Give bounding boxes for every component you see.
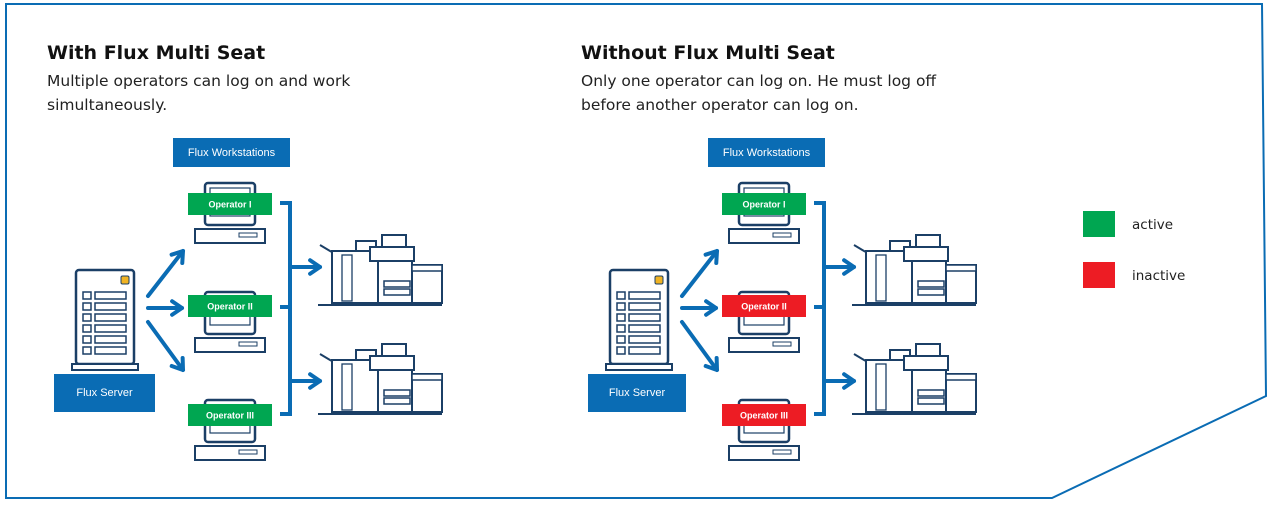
arrow-to-printer-1 <box>824 258 856 276</box>
right-workstations-label: Flux Workstations <box>708 138 825 167</box>
arrow-server-to-op1 <box>146 249 185 298</box>
operator-3-badge <box>722 404 806 426</box>
legend-label-active: active <box>1132 217 1174 233</box>
printer-icon <box>852 234 977 306</box>
arrow-server-to-op3 <box>680 320 719 372</box>
operator-3-label: Operator III <box>206 411 254 421</box>
legend-label-inactive: inactive <box>1132 268 1186 284</box>
printer-icon <box>318 343 443 415</box>
panel-without-multi-seat: Operator I Operator II Operator III <box>605 181 977 461</box>
operator-3-label: Operator III <box>740 411 788 421</box>
arrow-to-printer-2 <box>824 372 856 390</box>
operator-2-badge <box>188 295 272 317</box>
operator-1-badge <box>722 193 806 215</box>
operator-3-badge <box>188 404 272 426</box>
operator-2-label: Operator II <box>741 302 787 312</box>
arrow-server-to-op3 <box>146 320 185 372</box>
printer-icon <box>318 234 443 306</box>
left-server-label: Flux Server <box>54 374 155 412</box>
legend-swatch-active <box>1083 211 1115 237</box>
right-title: Without Flux Multi Seat <box>581 42 835 64</box>
arrow-to-printer-2 <box>290 372 322 390</box>
server-tower-icon <box>71 268 139 371</box>
operator-1-label: Operator I <box>742 200 785 210</box>
left-workstations-label: Flux Workstations <box>173 138 290 167</box>
operator-2-label: Operator II <box>207 302 253 312</box>
server-tower-icon <box>605 268 673 371</box>
operator-1-badge <box>188 193 272 215</box>
operator-2-badge <box>722 295 806 317</box>
left-title: With Flux Multi Seat <box>47 42 266 64</box>
frame-border <box>5 3 1268 499</box>
arrow-server-to-op2 <box>146 299 184 317</box>
left-description: Multiple operators can log on and work s… <box>47 72 351 114</box>
right-description: Only one operator can log on. He must lo… <box>581 72 937 114</box>
panel-with-multi-seat: Operator I Operator II Operator III <box>71 181 443 461</box>
arrow-server-to-op2 <box>680 299 718 317</box>
legend-swatch-inactive <box>1083 262 1115 288</box>
operator-1-label: Operator I <box>208 200 251 210</box>
arrow-server-to-op1 <box>680 249 719 298</box>
arrow-to-printer-1 <box>290 258 322 276</box>
printer-icon <box>852 343 977 415</box>
right-server-label: Flux Server <box>588 374 686 412</box>
